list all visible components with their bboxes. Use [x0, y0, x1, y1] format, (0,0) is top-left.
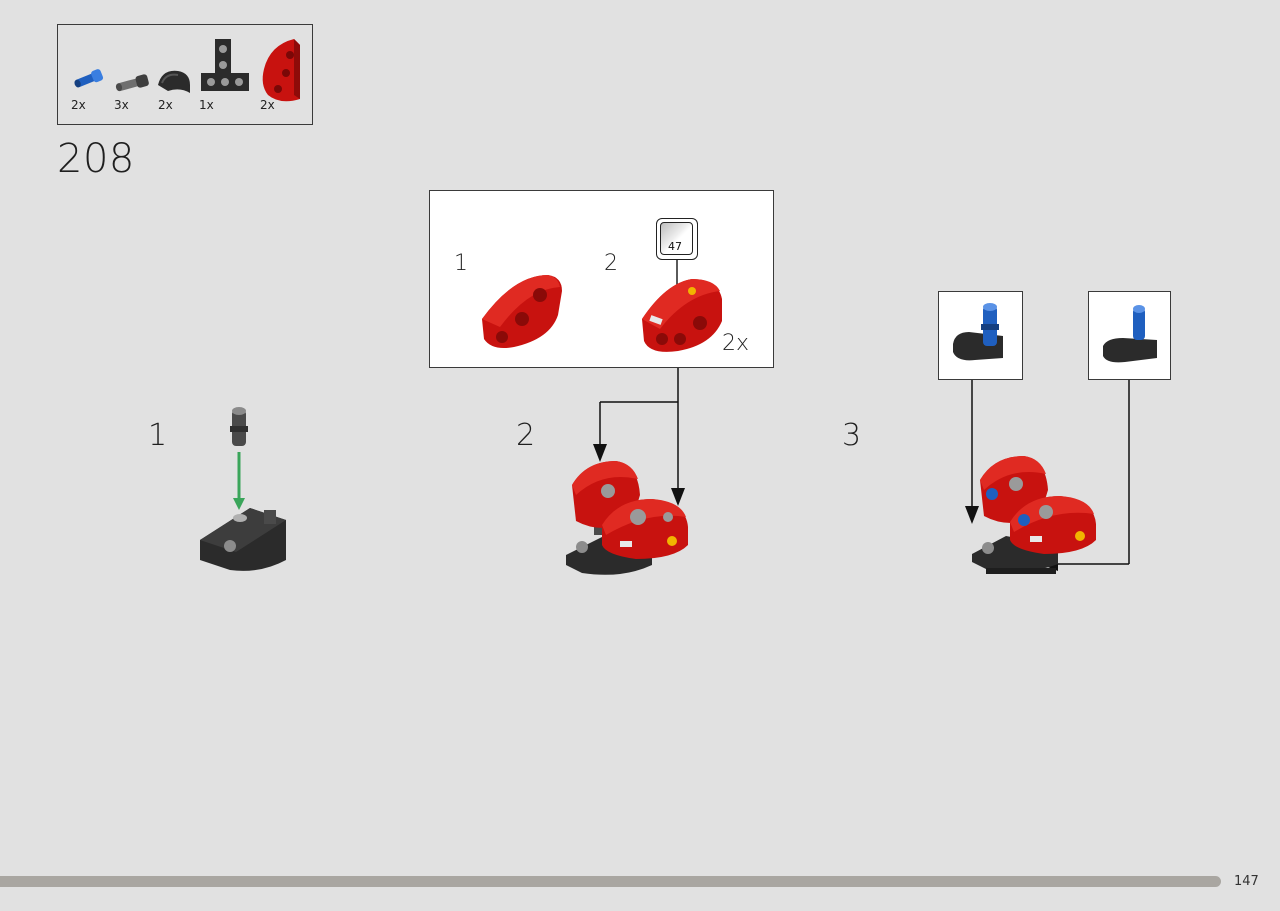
- assembly-step-3: [972, 456, 1096, 574]
- callout-multiplier: 2x: [722, 331, 750, 356]
- parts-list-icons: [74, 39, 300, 102]
- red-panel-sticker-icon: [642, 279, 722, 352]
- gray-pin-icon: [115, 74, 149, 92]
- blue-pin-curved-panel-icon: [953, 303, 1003, 361]
- arrow-head-icon: [671, 488, 685, 506]
- pin-panel-callout: [1088, 291, 1171, 380]
- black-t-beam-icon: [201, 39, 249, 91]
- red-panel-plain-icon: [482, 275, 562, 348]
- callout-drawings: [482, 260, 722, 352]
- step-number: 208: [57, 136, 135, 182]
- black-t-beam-icon: [200, 508, 286, 571]
- gray-pin-icon: [230, 407, 248, 446]
- blue-pin-flat-panel-icon: [1103, 305, 1157, 363]
- blue-axle-pin-icon: [74, 69, 104, 88]
- part-qty: 1x: [199, 98, 214, 112]
- red-panel-icon: [262, 39, 300, 102]
- part-qty: 3x: [114, 98, 129, 112]
- sticker-number: 47: [668, 240, 682, 253]
- parts-list: 2x 3x 2x 1x 2x: [57, 24, 313, 125]
- substep-number: 3: [842, 418, 862, 453]
- green-arrow-icon: [233, 452, 245, 510]
- page-number: 147: [1234, 874, 1259, 889]
- part-qty: 2x: [71, 98, 86, 112]
- substep-number: 2: [516, 418, 536, 453]
- part-qty: 2x: [158, 98, 173, 112]
- arrow-head-icon: [593, 444, 607, 462]
- sticker-icon: [660, 222, 693, 255]
- arrow-head-icon: [965, 506, 979, 524]
- sticker-callout: 47: [656, 218, 698, 260]
- part-qty: 2x: [260, 98, 275, 112]
- substep-number: 1: [148, 418, 168, 453]
- callout-box: 1 2 2x 47: [429, 190, 774, 368]
- page-progress-bar: [0, 876, 1221, 887]
- callout-arrows: [593, 368, 685, 506]
- pin-panel-callout: [938, 291, 1023, 380]
- callout-number: 2: [604, 251, 618, 276]
- assembly-step-1: [200, 407, 286, 571]
- black-curved-panel-icon: [158, 70, 190, 93]
- assembly-step-2: [566, 461, 688, 575]
- callout-number: 1: [454, 251, 468, 276]
